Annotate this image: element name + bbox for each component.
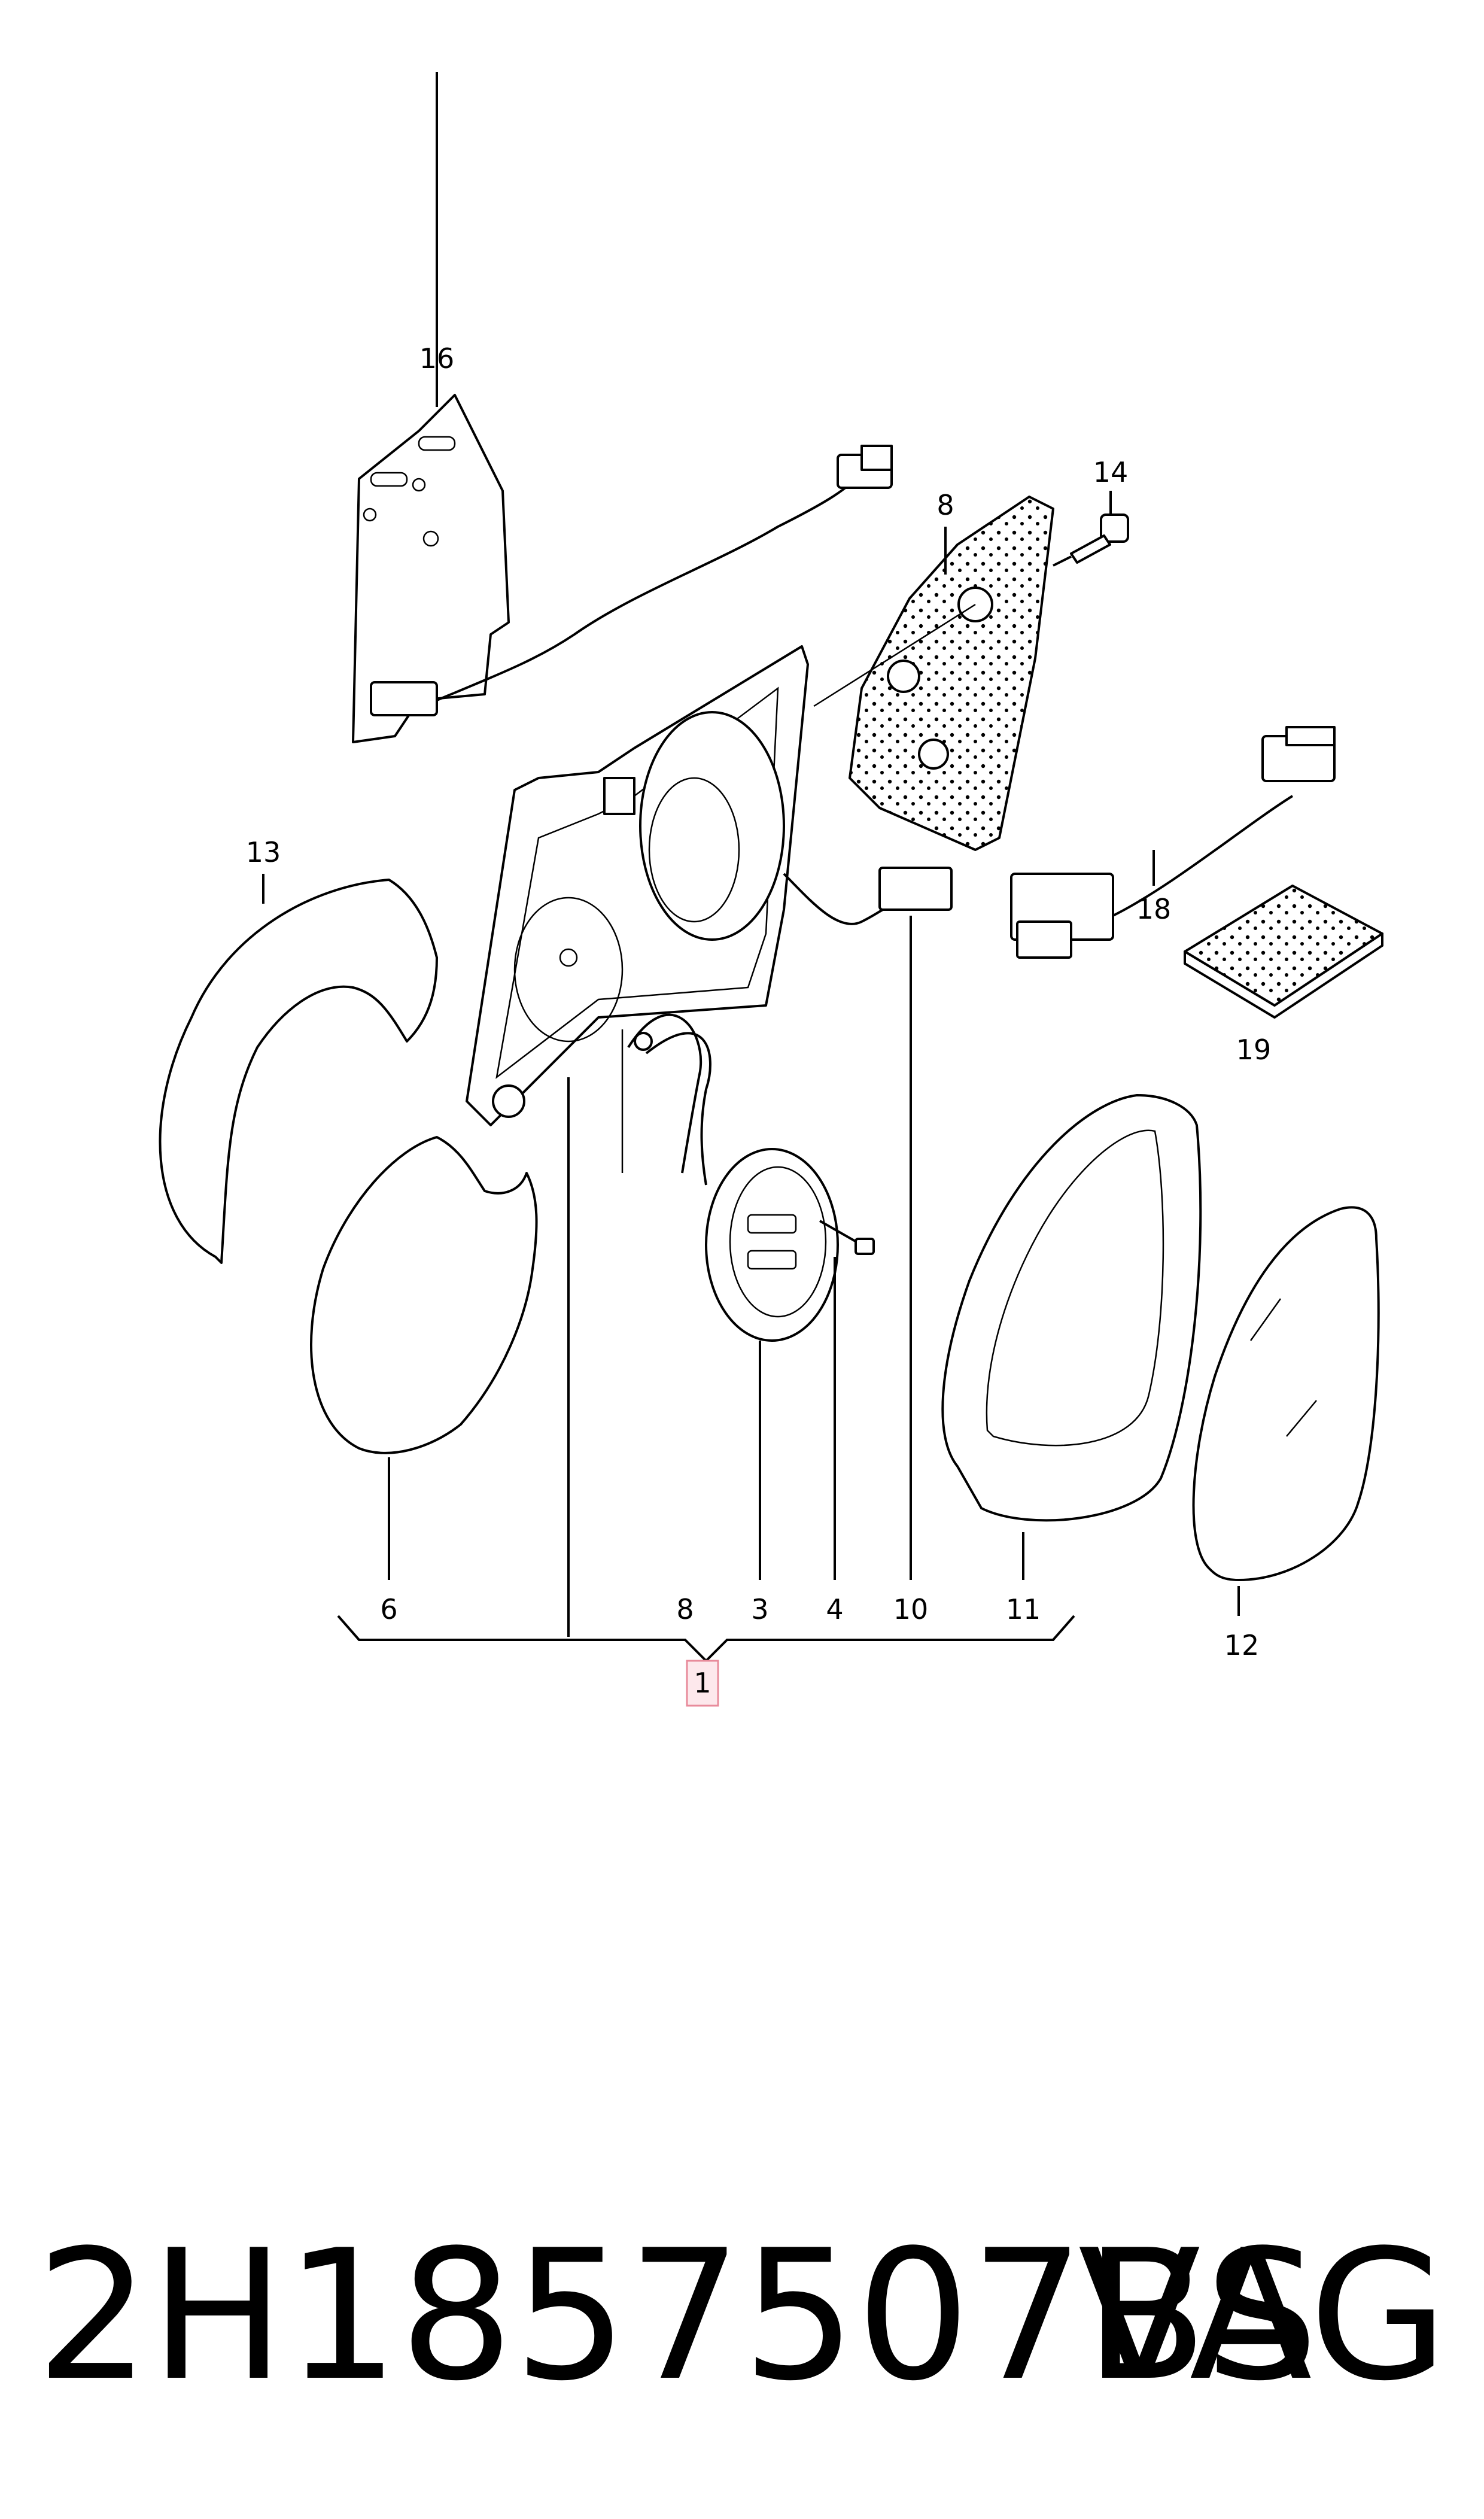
callout-4: 4: [826, 1593, 843, 1625]
callout-1: 1: [694, 1667, 711, 1699]
callout-13: 13: [246, 836, 281, 868]
part-18-cable-harness: [1010, 726, 1336, 959]
callout-11: 11: [1006, 1593, 1041, 1625]
part-12-mirror-glass: [1192, 1206, 1380, 1616]
callout-19: 19: [1236, 1034, 1272, 1066]
highlight-box-1: [686, 1660, 719, 1707]
part-6-lower-cover: [310, 1136, 538, 1580]
callout-18: 18: [1136, 893, 1172, 925]
callout-14: 14: [1093, 456, 1129, 488]
part-14-screw: [1053, 491, 1129, 567]
part-19-pad: [1184, 885, 1383, 1019]
part-number: 2H1857507BS: [36, 2211, 1319, 2420]
callout-12: 12: [1224, 1629, 1260, 1661]
brand-name: VAG: [1078, 2211, 1448, 2420]
part-number-footer: 2H1857507BS VAG: [36, 2214, 1472, 2418]
part-3-motor: [627, 1013, 839, 1580]
mirror-housing-base: [466, 645, 953, 1637]
part-4-bolt: [819, 1220, 875, 1580]
callout-16: 16: [419, 342, 455, 375]
callout-3: 3: [751, 1593, 768, 1625]
callout-10: 10: [893, 1593, 929, 1625]
callout-8-top: 8: [936, 489, 954, 521]
part-13-mirror-cap: [159, 874, 438, 1264]
part-8-mounting-plate: [813, 496, 1054, 851]
callout-6: 6: [380, 1593, 397, 1625]
part-11-mirror-frame: [941, 1094, 1202, 1580]
assembly-bracket: [337, 1615, 1075, 1663]
part-16-wiring-plate: [352, 72, 893, 743]
callout-8-bottom: 8: [676, 1593, 694, 1625]
